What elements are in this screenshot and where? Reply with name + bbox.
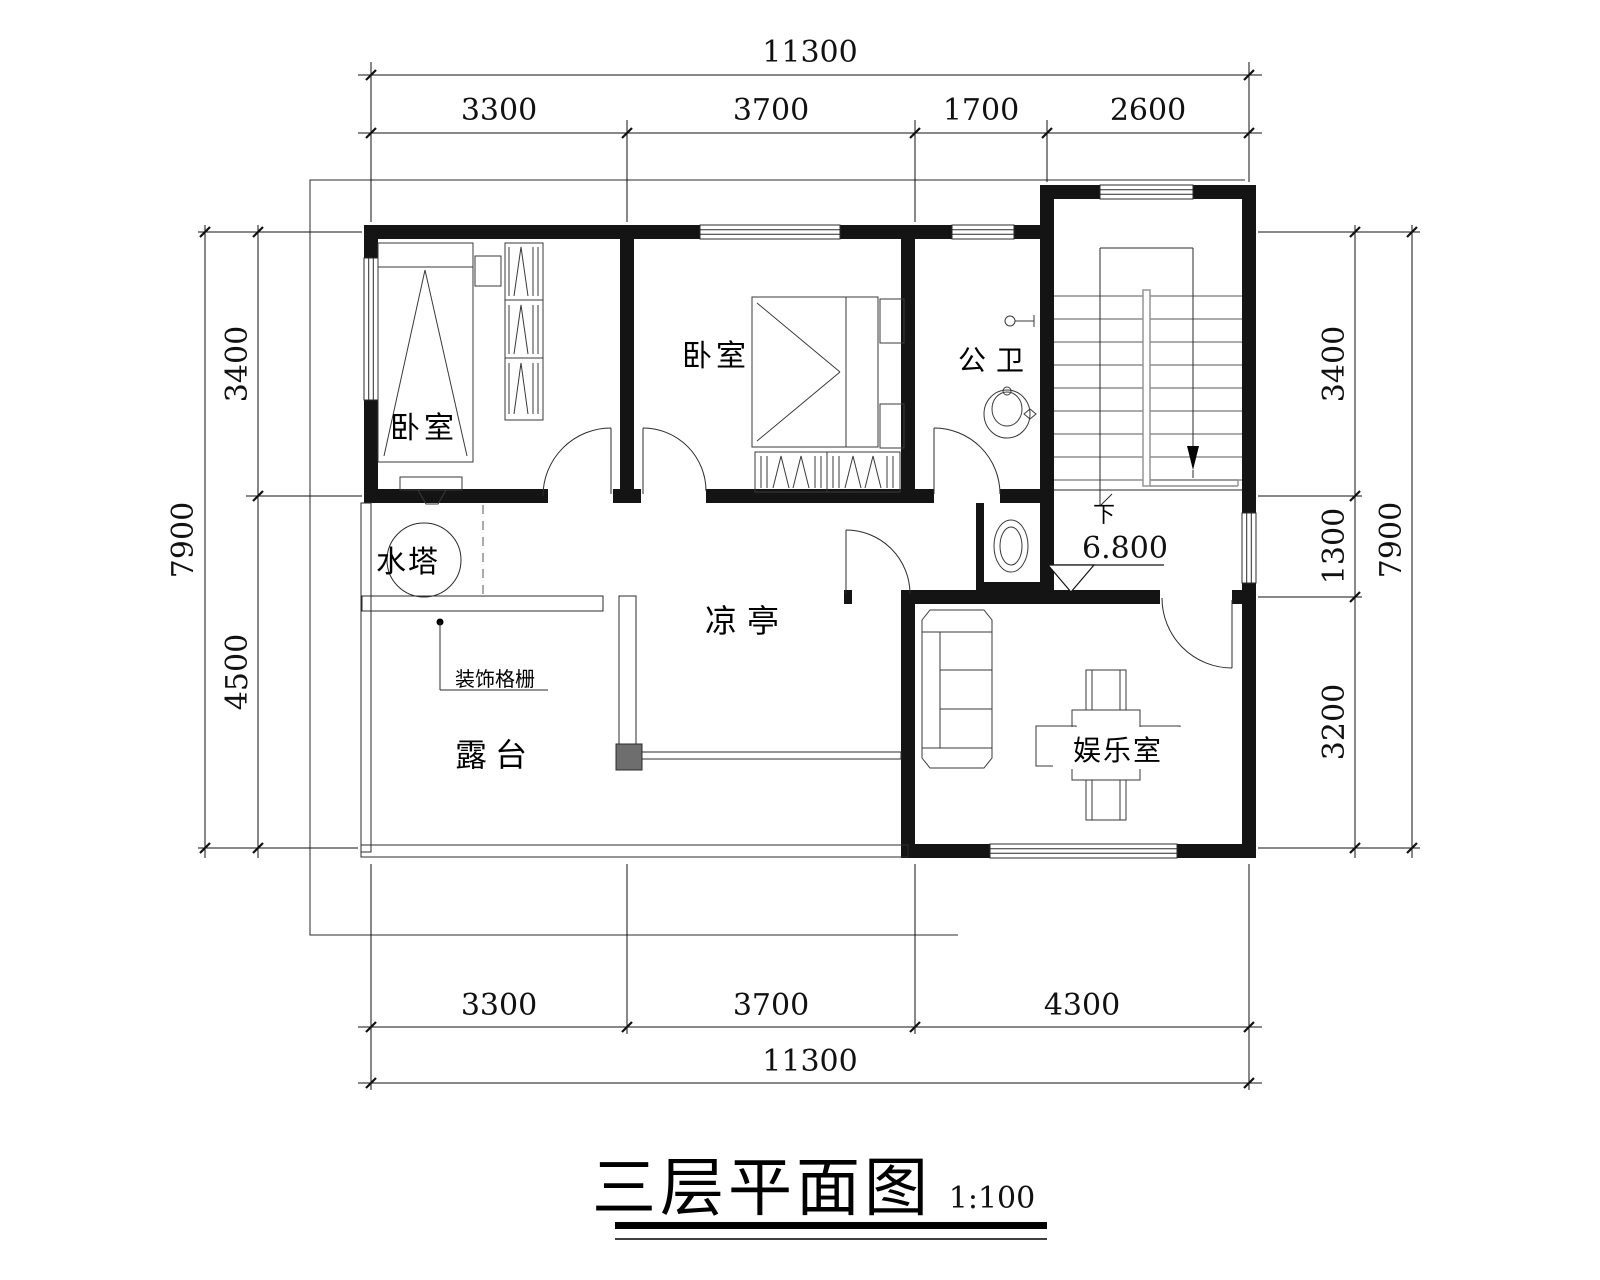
nightstand-icon [474,255,502,287]
dim-bottom-seg-0: 3300 [461,988,537,1023]
wardrobe-icon [754,451,901,493]
door-entertainment [1161,597,1233,669]
room-label-entertainment: 娱乐室 [1073,734,1163,767]
dim-right-seg-2: 3200 [1317,684,1352,760]
terrace-bottom-parapet [360,844,909,858]
stair-well-opening [1099,247,1194,486]
dim-bottom-seg-1: 3700 [733,988,809,1023]
dim-right: 3400 1300 3200 7900 [1317,225,1418,858]
elevation-marker: 6.800 [1046,531,1168,593]
dresser-icon [399,476,463,505]
water-tower-label: 水塔 [376,545,440,580]
staircase [1054,247,1242,507]
entertainment-furniture [921,609,1181,821]
room-label-bedroom-middle: 卧室 [682,339,750,374]
nightstand-icon [879,298,905,344]
room-label-terrace: 露台 [455,736,535,774]
dim-top-seg-2: 1700 [943,93,1019,128]
grille-label: 装饰格栅 [455,667,535,691]
decorative-grille-callout: 装饰格栅 [436,618,548,691]
window-bathroom [951,224,1015,240]
bedroom-left-furniture [377,242,544,505]
nightstand-icon [879,403,905,449]
window-entertainment [989,843,1178,859]
door-bedroom-left [542,427,612,497]
bedroom-middle-furniture [751,296,905,493]
window-bedroom-middle [699,224,841,240]
eave-outline [309,179,1245,936]
stair-treads [1054,289,1242,487]
pavilion-column [615,743,643,771]
stair-down-leader [1099,486,1113,507]
room-label-pavilion: 凉亭 [705,602,789,640]
dim-left-seg-0: 3400 [220,326,255,402]
title-block: 三层平面图 1:100 [592,1152,1047,1240]
bathroom-fixtures [983,315,1037,573]
drawing-title: 三层平面图 [592,1152,932,1226]
dim-right-overall: 7900 [1374,502,1409,578]
terrace-north-railing [361,595,604,612]
dim-top-overall: 11300 [762,35,857,70]
sink-icon [993,519,1029,573]
door-bedroom-middle [642,427,707,494]
stair-direction-arrow [1187,446,1199,478]
water-tower: 水塔 [376,522,462,598]
terrace-left-parapet [360,502,372,853]
window-bedroom-left [363,257,379,401]
window-stairwell [1099,184,1194,200]
doors [542,427,1233,669]
elevation-value: 6.800 [1082,531,1168,566]
dim-top-seg-1: 3700 [733,93,809,128]
dim-right-seg-0: 3400 [1317,326,1352,402]
railings [360,502,909,858]
room-label-bedroom-left: 卧室 [390,411,458,446]
dim-left-overall: 7900 [166,502,201,578]
dim-bottom-seg-2: 4300 [1044,988,1120,1023]
wardrobe-icon [504,242,544,421]
door-hall-pavilion [845,529,911,595]
dim-top-seg-3: 2600 [1110,93,1186,128]
dim-left: 7900 3400 4500 [166,225,264,858]
stair-handrail [1142,289,1151,487]
pavilion-west-railing [618,595,637,747]
dim-top-seg-0: 3300 [461,93,537,128]
room-label-bathroom: 公卫 [958,344,1034,377]
dim-left-seg-1: 4500 [220,634,255,710]
dim-top: 11300 3300 3700 1700 2600 [358,35,1262,139]
faucet-icon [1004,315,1035,327]
dim-right-seg-1: 1300 [1317,508,1352,584]
pavilion-south-railing [641,751,902,760]
windows [363,184,1257,859]
drawing-scale: 1:100 [949,1181,1035,1216]
dimensions: 11300 3300 3700 1700 2600 3300 3700 4300… [166,35,1420,1090]
bed-icon [751,296,879,448]
bed-icon [377,242,474,463]
door-bathroom [933,427,1001,495]
sofa-icon [921,609,993,769]
toilet-icon [983,386,1037,439]
dim-bottom-overall: 11300 [762,1044,857,1079]
dim-bottom: 3300 3700 4300 11300 [358,988,1262,1089]
stair-down-label: 下 [1093,503,1115,528]
window-landing-right [1241,512,1257,584]
